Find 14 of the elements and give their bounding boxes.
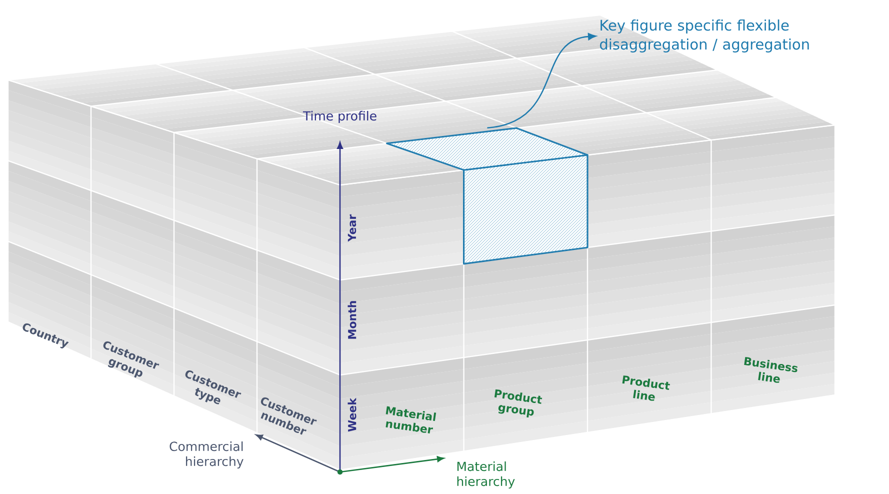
curved-arrow xyxy=(487,33,596,129)
time-label: Week xyxy=(348,398,356,432)
cell-label: Product group xyxy=(494,389,542,418)
cell-label: Business line xyxy=(744,357,798,383)
axis-label: Time profile xyxy=(302,110,376,124)
callout-text: Key figure specific flexible disaggregation / aggregation xyxy=(600,19,809,52)
axis-label: Commercial hierarchy xyxy=(170,441,244,469)
cell-label: Product line xyxy=(622,375,670,401)
axis-label: Material hierarchy xyxy=(457,461,515,489)
time-label: Year xyxy=(348,214,356,242)
time-label: Month xyxy=(348,301,356,339)
hatched-cell xyxy=(386,127,588,171)
cell-label: Material number xyxy=(386,406,436,434)
hatched-cell xyxy=(463,154,588,265)
